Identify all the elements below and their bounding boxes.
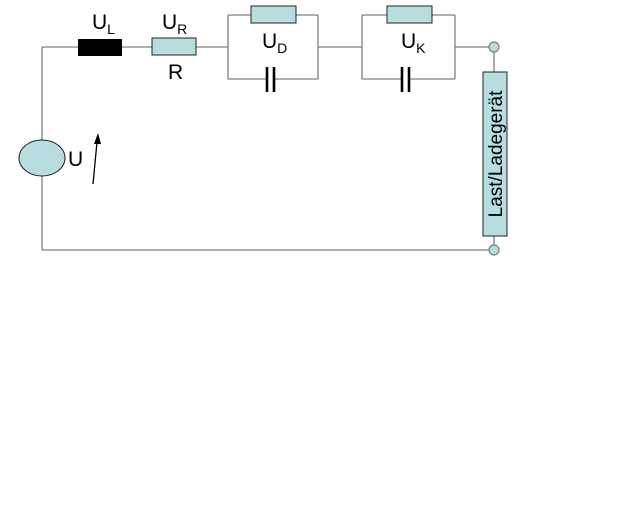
inductor-label: UL [92, 11, 115, 37]
terminal-bottom [488, 244, 500, 256]
rc-element-k [361, 5, 456, 92]
wires [41, 46, 495, 251]
resistor-name-label: R [168, 61, 183, 84]
rc2-resistor [386, 5, 433, 24]
rc2-label: UK [401, 30, 426, 56]
voltage-arrow-icon [92, 133, 101, 185]
rc1-label: UD [262, 30, 287, 56]
rc1-resistor [250, 5, 297, 24]
resistor-voltage-label: UR [162, 11, 187, 37]
terminal-top [488, 41, 500, 53]
load-charger [482, 71, 508, 237]
load-charger-label: Last/Ladegerät [486, 90, 507, 217]
inductor [78, 39, 122, 56]
rc-element-d [227, 5, 319, 92]
resistor [151, 37, 197, 56]
voltage-source-label: U [68, 148, 83, 171]
voltage-source [18, 139, 66, 177]
